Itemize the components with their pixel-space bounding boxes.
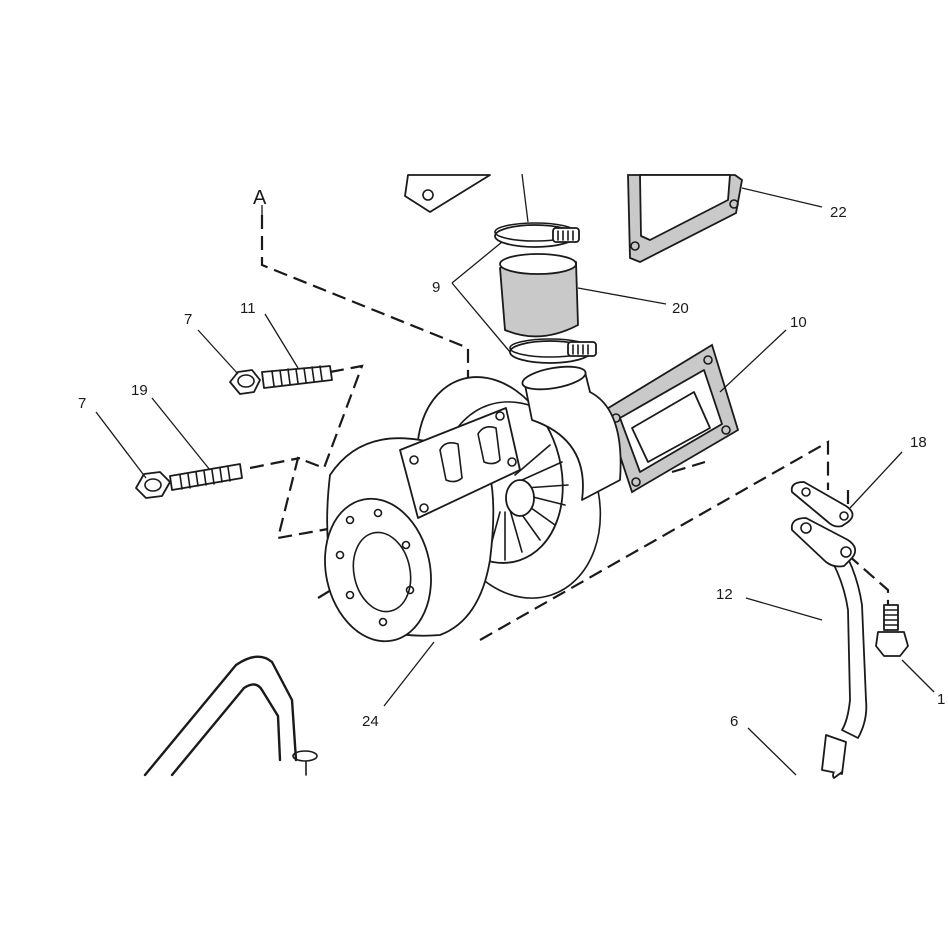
pipe-fragment-part-6 bbox=[832, 771, 843, 779]
turbocharger-part-24 bbox=[324, 365, 622, 643]
flange-nut-part-7-upper bbox=[229, 369, 261, 395]
upper-mounting-bracket bbox=[404, 174, 491, 213]
callout-20: 20 bbox=[672, 300, 689, 317]
callout-6: 6 bbox=[730, 713, 738, 730]
callout-19: 19 bbox=[131, 382, 148, 399]
bolt-part-1 bbox=[875, 604, 909, 657]
bolt-part-19 bbox=[169, 463, 243, 491]
callout-24: 24 bbox=[362, 713, 379, 730]
callout-1: 1 bbox=[937, 691, 945, 708]
gasket-part-10 bbox=[603, 343, 740, 494]
hose-sleeve-part-20 bbox=[499, 253, 579, 338]
leader-lines bbox=[95, 173, 935, 776]
lower-hose-loop bbox=[143, 655, 318, 777]
bolt-part-11 bbox=[261, 365, 333, 389]
callout-7-upper: 7 bbox=[184, 311, 192, 328]
callout-9: 9 bbox=[432, 279, 440, 296]
view-reference-label: A bbox=[253, 187, 267, 209]
callout-11: 11 bbox=[240, 300, 256, 317]
oil-return-pipe-part-12 bbox=[790, 517, 868, 775]
flange-nut-part-7-lower bbox=[135, 471, 171, 499]
gasket-part-18 bbox=[790, 481, 854, 528]
gasket-part-22 bbox=[627, 174, 743, 263]
callout-7-lower: 7 bbox=[78, 395, 86, 412]
callout-10: 10 bbox=[790, 314, 807, 331]
callout-12: 12 bbox=[716, 586, 733, 603]
callout-22: 22 bbox=[830, 204, 847, 221]
hose-clamp-lower-part-9 bbox=[509, 338, 597, 364]
callout-18: 18 bbox=[910, 434, 927, 451]
callout-labels: A 22 9 20 10 7 11 7 19 18 12 1 24 6 bbox=[78, 187, 945, 730]
hose-clamp-upper-part-9 bbox=[494, 222, 580, 248]
